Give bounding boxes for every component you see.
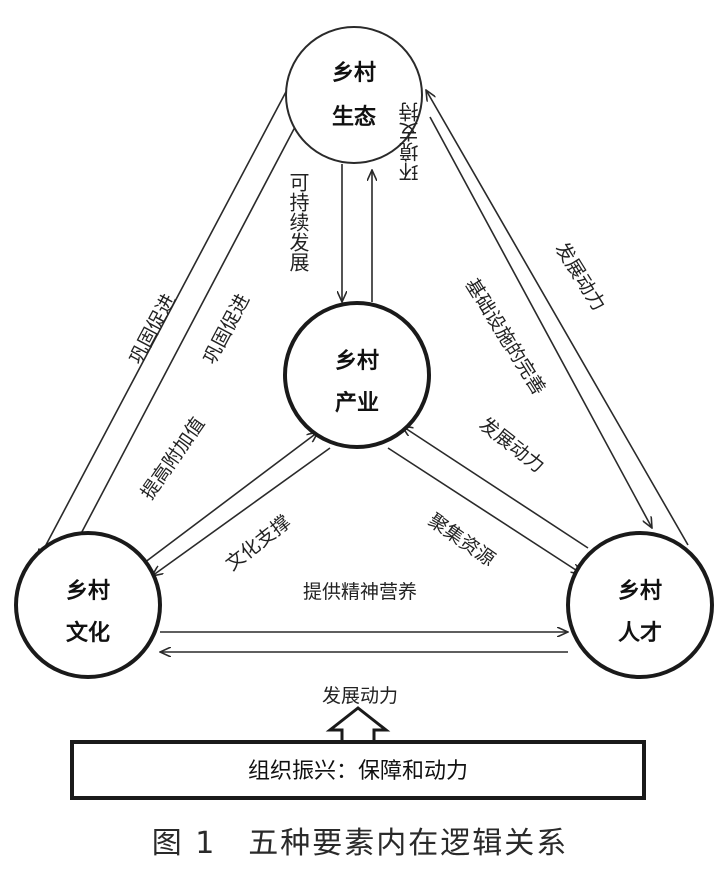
node-talent: 乡村 人才 — [566, 531, 714, 679]
edge-culture-to-industry — [139, 432, 318, 567]
edge-ecology-to-talent — [429, 116, 652, 528]
node-ecology: 乡村 生态 — [285, 26, 423, 164]
edge-talent-to-industry — [402, 426, 589, 549]
node-culture-line1: 乡村 — [66, 579, 110, 604]
edge-talent-to-ecology — [426, 90, 689, 546]
label-spirit: 提供精神营养 — [303, 581, 417, 603]
figure-caption: 图 1 五种要素内在逻辑关系 — [152, 826, 569, 861]
edge-ecology-to-culture — [38, 87, 289, 560]
label-develop-power-outer: 发展动力 — [551, 239, 610, 315]
node-ecology-line1: 乡村 — [332, 61, 376, 86]
bottom-hollow-arrow — [325, 706, 391, 742]
label-quality-support: 环境支持 — [398, 102, 422, 182]
label-infrastructure-improve: 基础设施的完善 — [461, 275, 550, 399]
label-consolidate-outer: 巩固促进 — [125, 290, 180, 367]
edge-industry-to-talent — [387, 447, 582, 574]
node-talent-line2: 人才 — [618, 620, 662, 646]
label-culture-to-industry: 文化支撑 — [222, 511, 295, 575]
node-culture: 乡村 文化 — [14, 531, 162, 679]
label-bottom-power: 发展动力 — [322, 685, 398, 707]
node-industry-line2: 产业 — [335, 391, 379, 416]
organization-box-text: 组织振兴：保障和动力 — [248, 759, 468, 784]
label-talent-to-industry: 聚集资源 — [424, 509, 499, 571]
label-consolidate-inner: 巩固促进 — [199, 290, 254, 367]
edge-culture-to-ecology — [74, 108, 305, 546]
node-talent-line1: 乡村 — [618, 579, 662, 604]
organization-box: 组织振兴：保障和动力 — [70, 740, 646, 800]
node-ecology-line2: 生态 — [332, 104, 376, 130]
node-culture-line2: 文化 — [66, 620, 110, 646]
node-industry-line1: 乡村 — [335, 349, 379, 374]
node-industry: 乡村 产业 — [283, 301, 431, 449]
label-sustainable-development: 可持续发展 — [286, 172, 310, 272]
label-develop-power-inner: 发展动力 — [475, 413, 548, 477]
label-raise-added-value: 提高附加值 — [137, 413, 210, 503]
edge-industry-to-culture — [152, 447, 331, 576]
